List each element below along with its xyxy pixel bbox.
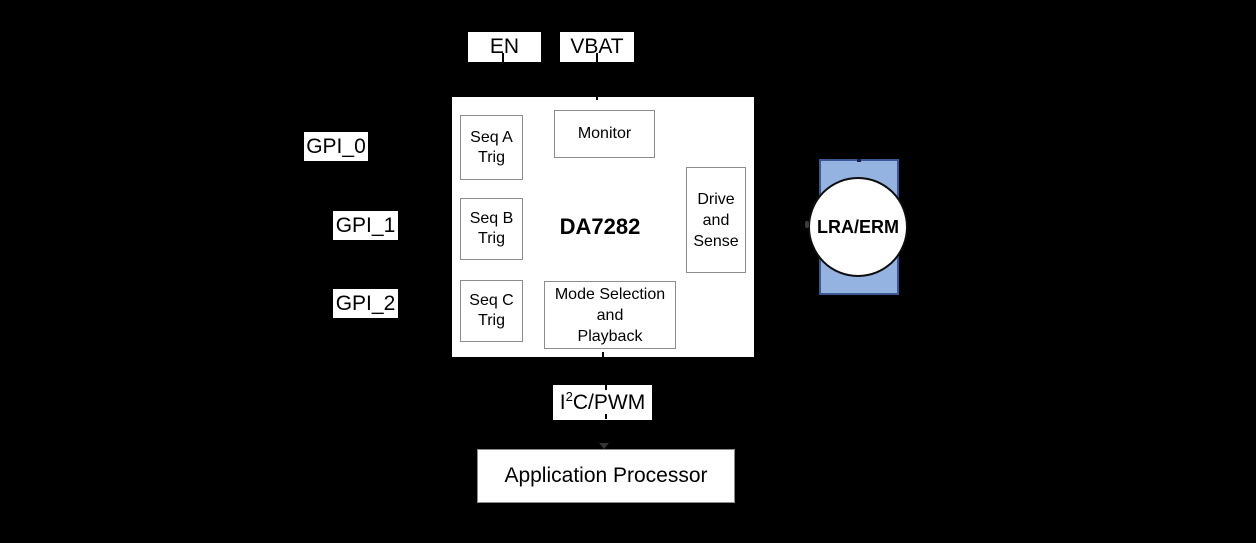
i2c-superscript: 2 [565, 388, 573, 404]
actuator-circle: LRA/ERM [808, 177, 908, 277]
pin-label-gpi1: GPI_1 [333, 211, 398, 240]
pin-label-gpi0: GPI_0 [304, 132, 368, 161]
mode-line3: Playback [577, 327, 643, 345]
mode-line1: Mode Selection [554, 285, 666, 303]
block-monitor: Monitor [554, 110, 655, 158]
wire-en-tick [502, 53, 504, 62]
wire-actuator-top-tick [857, 159, 861, 162]
pin-label-gpi2: GPI_2 [333, 289, 398, 318]
application-processor-box: Application Processor [477, 449, 735, 503]
wire-chip-bottom-tick [602, 352, 604, 359]
seq-a-line2: Trig [478, 148, 505, 166]
seq-c-line2: Trig [478, 312, 505, 329]
drive-line1: Drive [697, 190, 735, 208]
wire-i2c-top-tick [605, 385, 607, 390]
i2c-text: I2C/PWM [559, 388, 646, 415]
i2c-rest: C/PWM [572, 390, 646, 414]
block-seq-c-trig: Seq C Trig [460, 280, 523, 342]
block-seq-b-trig: Seq B Trig [460, 198, 523, 260]
wire-chip-top-tick [596, 94, 598, 100]
block-seq-a-trig: Seq A Trig [460, 115, 523, 180]
seq-a-line1: Seq A [470, 128, 513, 146]
actuator-label: LRA/ERM [817, 216, 899, 237]
wire-arrowhead-processor [599, 443, 609, 449]
drive-line3: Sense [693, 232, 739, 250]
i2c-base: I [559, 390, 566, 414]
chip-name-label: DA7282 [559, 214, 641, 239]
seq-b-line2: Trig [478, 230, 505, 247]
monitor-label: Monitor [577, 125, 632, 142]
block-drive-and-sense: Drive and Sense [686, 167, 746, 273]
pin-label-en: EN [468, 32, 541, 62]
bus-label-i2c-pwm: I2C/PWM [553, 385, 652, 420]
drive-line2: and [702, 211, 730, 229]
application-processor-label: Application Processor [504, 464, 708, 487]
wire-i2c-bottom-tick [605, 414, 607, 419]
seq-b-line1: Seq B [469, 210, 514, 227]
wire-vbat-tick [596, 53, 598, 62]
block-mode-selection-playback: Mode Selection and Playback [544, 281, 676, 349]
mode-line2: and [596, 306, 624, 324]
wire-actuator-notch [805, 221, 809, 228]
seq-c-line1: Seq C [469, 292, 514, 309]
